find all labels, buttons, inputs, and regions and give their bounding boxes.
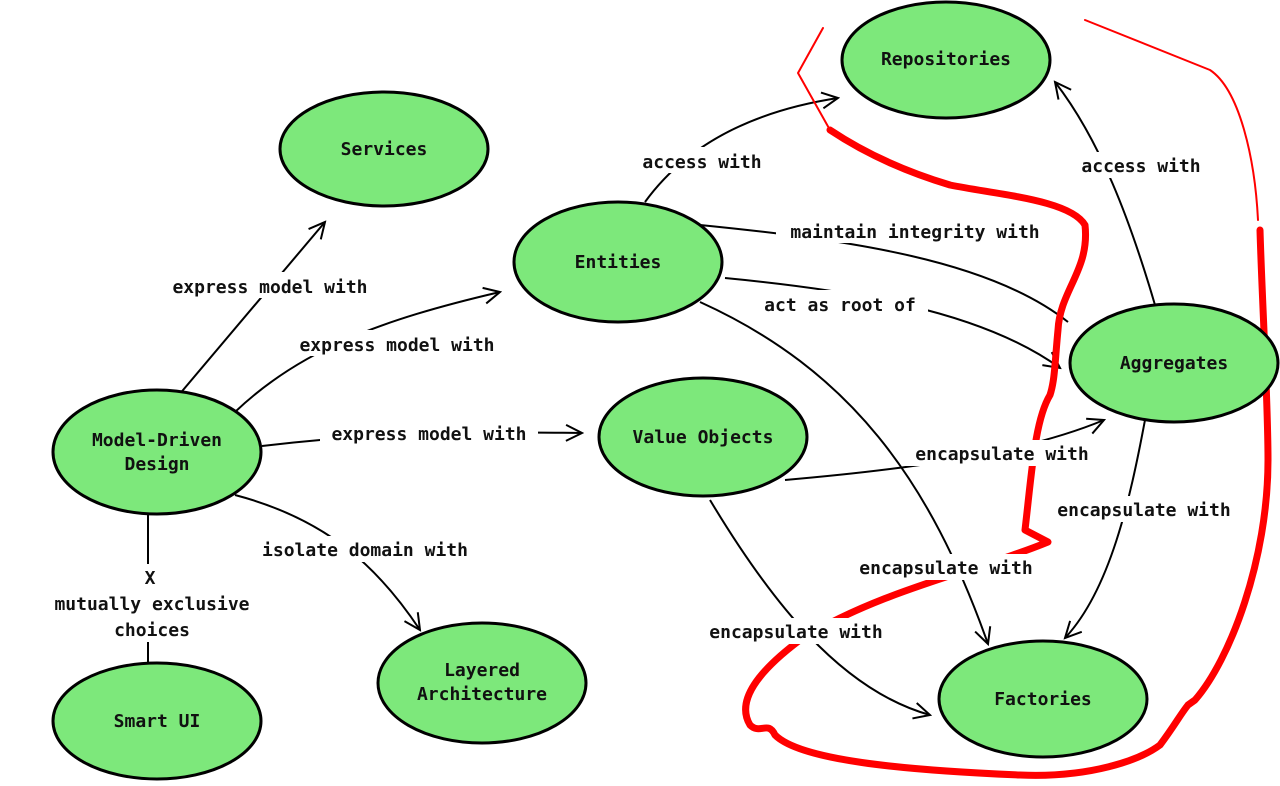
node-smart-ui-label: Smart UI <box>114 711 201 732</box>
node-repositories[interactable]: Repositories <box>840 0 1052 120</box>
red-hand-drawn-annotation <box>742 19 1272 779</box>
edge-entities-repositories <box>644 98 838 203</box>
edges <box>147 82 1156 715</box>
node-value-objects-label: Value Objects <box>633 427 774 448</box>
node-entities[interactable]: Entities <box>512 200 724 324</box>
node-repositories-label: Repositories <box>881 49 1011 70</box>
edge-aggregates-repositories <box>1055 82 1156 306</box>
node-layered-architecture-label-line1: Layered <box>444 660 520 681</box>
label-entities-aggregates-integrity: maintain integrity with <box>790 222 1039 243</box>
node-services-label: Services <box>341 139 428 160</box>
node-layered-architecture[interactable]: Layered Architecture <box>376 621 588 745</box>
label-aggregates-factories: encapsulate with <box>1057 500 1230 521</box>
label-mdd-smart-ui-x: X <box>145 568 156 589</box>
edge-labels: express model with express model with ex… <box>42 147 1242 644</box>
edge-aggregates-factories <box>1065 419 1146 638</box>
label-mdd-layered: isolate domain with <box>262 540 468 561</box>
label-value-objects-factories: encapsulate with <box>709 622 882 643</box>
edge-value-objects-factories <box>709 499 930 715</box>
node-aggregates-label: Aggregates <box>1120 353 1228 374</box>
edge-entities-aggregates-integrity <box>699 224 1069 323</box>
node-value-objects[interactable]: Value Objects <box>597 376 809 498</box>
node-factories-label: Factories <box>994 689 1092 710</box>
node-factories[interactable]: Factories <box>937 639 1149 759</box>
node-aggregates[interactable]: Aggregates <box>1068 302 1280 424</box>
edge-mdd-services <box>177 222 325 397</box>
node-model-driven-design-label-line2: Design <box>124 454 189 475</box>
node-model-driven-design-label-line1: Model-Driven <box>92 430 222 451</box>
node-smart-ui[interactable]: Smart UI <box>51 661 263 781</box>
label-mdd-value-objects: express model with <box>331 424 526 445</box>
label-mdd-smart-ui-line1: mutually exclusive <box>54 594 249 615</box>
label-value-objects-aggregates: encapsulate with <box>915 444 1088 465</box>
label-mdd-entities: express model with <box>299 335 494 356</box>
label-aggregates-repositories: access with <box>1081 156 1200 177</box>
label-entities-repositories: access with <box>642 152 761 173</box>
node-services[interactable]: Services <box>278 90 490 208</box>
edge-mdd-layered <box>234 494 420 630</box>
node-entities-label: Entities <box>575 252 662 273</box>
label-mdd-smart-ui-line2: choices <box>114 620 190 641</box>
label-entities-aggregates-root: act as root of <box>764 295 916 316</box>
label-mdd-services: express model with <box>172 277 367 298</box>
node-model-driven-design[interactable]: Model-Driven Design <box>51 388 263 516</box>
label-entities-factories: encapsulate with <box>859 558 1032 579</box>
node-layered-architecture-label-line2: Architecture <box>417 684 547 705</box>
